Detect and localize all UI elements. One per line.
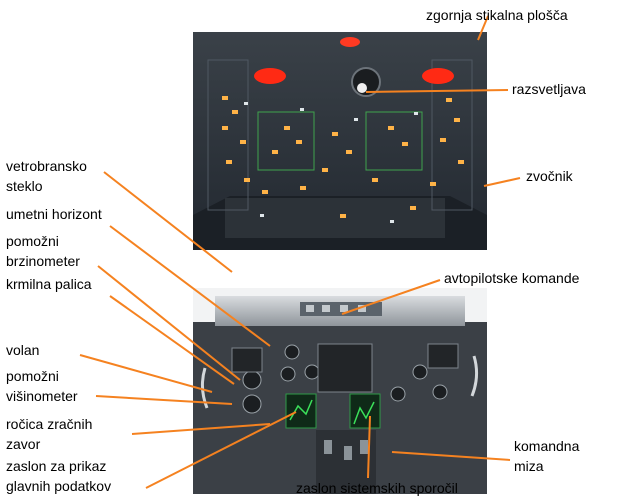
- label-yoke: volan: [6, 342, 40, 358]
- leader-speedbrake-lever: [131, 423, 271, 435]
- label-control-column: krmilna palica: [6, 276, 92, 292]
- label-autopilot-controls: avtopilotske komande: [444, 270, 580, 286]
- label-attitude-indicator: umetni horizont: [6, 206, 102, 222]
- overhead-panel-photo: [193, 32, 487, 250]
- leader-primary-display: [145, 411, 297, 489]
- leader-yoke: [79, 354, 213, 393]
- leader-lighting: [365, 89, 509, 93]
- leader-system-messages-display: [367, 415, 371, 479]
- leader-pedestal: [391, 451, 511, 461]
- leader-autopilot-controls: [341, 279, 441, 315]
- leader-standby-airspeed: [97, 265, 241, 381]
- leader-lines: [79, 15, 521, 489]
- leader-standby-altimeter: [95, 395, 233, 405]
- label-system-messages-display: zaslon sistemskih sporočil: [296, 480, 458, 496]
- label-overhead-panel: zgornja stikalna plošča: [426, 7, 568, 23]
- label-speaker: zvočnik: [526, 168, 573, 184]
- leader-windshield: [103, 171, 233, 273]
- leader-control-column: [109, 295, 235, 385]
- leader-overhead-panel: [477, 15, 489, 41]
- main-instrument-panel-photo: [193, 288, 487, 494]
- label-lighting: razsvetljava: [512, 81, 586, 97]
- leader-speaker: [483, 177, 521, 187]
- leader-attitude-indicator: [109, 225, 271, 347]
